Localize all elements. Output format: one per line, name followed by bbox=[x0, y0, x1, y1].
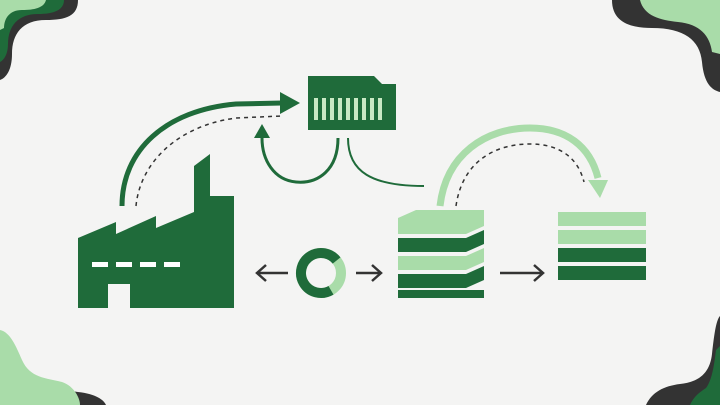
donut-chart-icon bbox=[296, 248, 346, 298]
loop-arrow-folder bbox=[254, 124, 340, 184]
corner-decoration-top-right bbox=[612, 0, 720, 92]
bar-stack-icon bbox=[558, 212, 646, 280]
factory-icon bbox=[78, 154, 234, 308]
layered-stack-icon bbox=[398, 210, 484, 298]
corner-decoration-bottom-left bbox=[0, 330, 106, 405]
curved-arrow-stack-to-bars bbox=[436, 124, 608, 207]
arrow-donut-to-stack bbox=[356, 264, 383, 282]
corner-decoration-bottom-right bbox=[646, 316, 720, 405]
connector-line-folder-to-stack bbox=[347, 137, 425, 187]
folder-archive-icon bbox=[308, 76, 396, 130]
bidirectional-arrow-factory-donut bbox=[255, 264, 288, 282]
corner-decoration-top-left bbox=[0, 0, 78, 80]
curved-arrow-factory-to-folder bbox=[119, 92, 300, 207]
arrow-stack-to-bars bbox=[500, 264, 545, 282]
